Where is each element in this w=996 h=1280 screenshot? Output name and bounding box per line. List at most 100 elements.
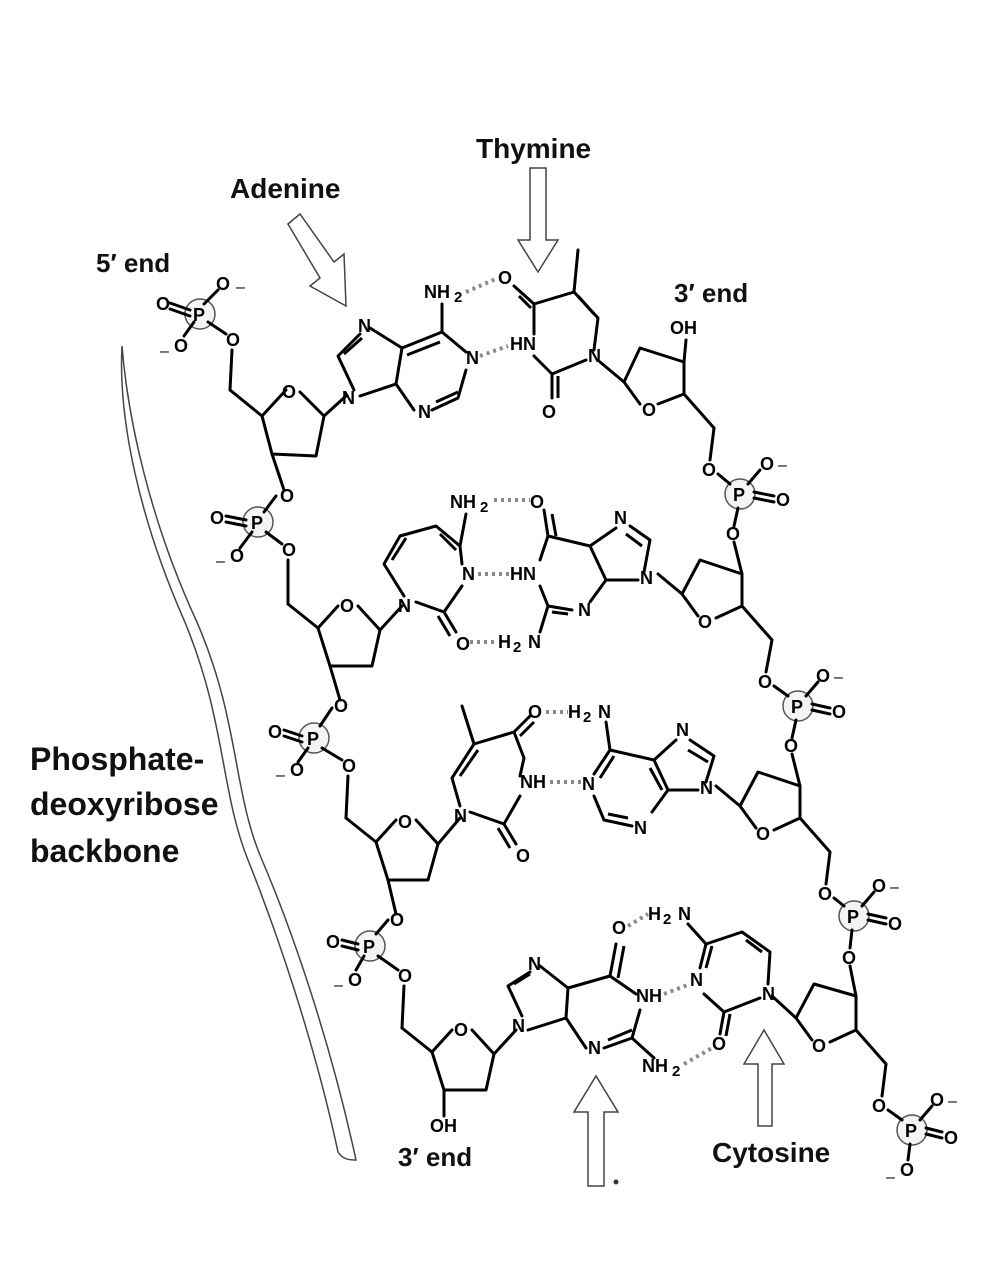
svg-text:O: O	[530, 492, 544, 512]
svg-text:–: –	[236, 279, 245, 296]
hydrogen-bond	[683, 1046, 713, 1066]
svg-text:O: O	[812, 1036, 826, 1056]
svg-text:O: O	[516, 846, 530, 866]
svg-text:O: O	[268, 722, 282, 742]
phosphate-group-r1: O P O – O O	[702, 454, 790, 576]
svg-text:O: O	[226, 330, 240, 350]
svg-text:O: O	[712, 1034, 726, 1054]
svg-text:O: O	[872, 1096, 886, 1116]
svg-text:O: O	[776, 490, 790, 510]
thymine-label: Thymine	[476, 133, 591, 164]
thymine-base-1: O HN N O	[498, 248, 601, 422]
svg-text:O: O	[280, 486, 294, 506]
svg-text:O: O	[726, 524, 740, 544]
phosphate-group-r2: O P O – O O	[758, 666, 846, 788]
backbone-label-line1: Phosphate-	[30, 741, 204, 777]
deoxyribose-sugar-r4: O	[770, 982, 888, 1098]
deoxyribose-sugar-r3: O	[714, 770, 832, 886]
svg-text:HN: HN	[510, 564, 536, 584]
svg-text:N: N	[614, 508, 627, 528]
svg-text:O: O	[174, 336, 188, 356]
svg-text:O: O	[842, 948, 856, 968]
svg-text:O: O	[872, 876, 886, 896]
svg-text:O: O	[390, 910, 404, 930]
phosphate-group-3: O P O – O O	[268, 696, 356, 820]
svg-text:O: O	[642, 400, 656, 420]
svg-text:O: O	[542, 402, 556, 422]
guanine-arrow	[572, 1074, 620, 1187]
artifact-dot	[613, 1179, 619, 1185]
hydrogen-bond	[626, 912, 650, 928]
svg-text:O: O	[900, 1160, 914, 1180]
svg-text:P: P	[251, 513, 263, 533]
svg-text:N: N	[466, 348, 479, 368]
svg-text:OH: OH	[670, 318, 697, 338]
svg-text:N: N	[588, 346, 601, 366]
svg-text:O: O	[334, 696, 348, 716]
svg-text:O: O	[290, 760, 304, 780]
svg-text:H: H	[648, 904, 661, 924]
svg-text:H: H	[568, 702, 581, 722]
svg-text:–: –	[886, 1169, 895, 1186]
svg-text:N: N	[418, 402, 431, 422]
adenine-label: Adenine	[230, 173, 340, 204]
svg-text:P: P	[307, 729, 319, 749]
svg-text:O: O	[454, 1020, 468, 1040]
svg-text:P: P	[193, 305, 205, 325]
svg-text:O: O	[832, 702, 846, 722]
svg-text:N: N	[398, 596, 411, 616]
svg-text:HN: HN	[510, 334, 536, 354]
svg-text:O: O	[758, 672, 772, 692]
deoxyribose-sugar-3: O	[344, 812, 462, 916]
svg-text:O: O	[210, 508, 224, 528]
svg-text:N: N	[588, 1038, 601, 1058]
svg-text:2: 2	[583, 709, 591, 726]
svg-text:–: –	[334, 977, 343, 994]
cytosine-base-4: H 2 N N N O	[648, 904, 775, 1054]
svg-text:P: P	[905, 1121, 917, 1141]
svg-text:O: O	[282, 382, 296, 402]
svg-text:H: H	[498, 632, 511, 652]
svg-text:O: O	[612, 918, 626, 938]
svg-text:N: N	[700, 778, 713, 798]
svg-text:N: N	[358, 316, 371, 336]
svg-text:O: O	[398, 812, 412, 832]
svg-text:P: P	[363, 937, 375, 957]
svg-text:N: N	[462, 564, 475, 584]
guanine-base-4: N N N NH O NH 2	[506, 918, 680, 1080]
svg-text:O: O	[326, 932, 340, 952]
cytosine-base-2: N N O NH 2	[382, 492, 488, 654]
phosphate-group-2: O P O – O O	[210, 486, 296, 606]
svg-text:O: O	[702, 460, 716, 480]
svg-text:N: N	[342, 388, 355, 408]
svg-text:NH: NH	[642, 1056, 668, 1076]
svg-text:N: N	[582, 774, 595, 794]
svg-text:O: O	[944, 1128, 958, 1148]
svg-text:O: O	[816, 666, 830, 686]
svg-text:O: O	[756, 824, 770, 844]
svg-text:OH: OH	[430, 1116, 457, 1136]
three-prime-end-top-label: 3′ end	[674, 278, 748, 308]
svg-text:P: P	[733, 485, 745, 505]
svg-text:O: O	[348, 970, 362, 990]
deoxyribose-sugar-r1: OH O	[598, 318, 716, 462]
svg-text:–: –	[160, 343, 169, 360]
svg-text:NH: NH	[450, 492, 476, 512]
svg-text:N: N	[690, 970, 703, 990]
svg-text:P: P	[847, 907, 859, 927]
svg-text:–: –	[276, 767, 285, 784]
phosphate-group-r4: O P O – O – O	[872, 1090, 958, 1186]
cytosine-label: Cytosine	[712, 1137, 830, 1168]
svg-text:N: N	[528, 954, 541, 974]
svg-text:2: 2	[663, 911, 671, 928]
deoxyribose-sugar-r2: O	[656, 558, 774, 674]
svg-text:O: O	[156, 294, 170, 314]
deoxyribose-sugar-2: O	[286, 596, 404, 702]
svg-text:O: O	[342, 756, 356, 776]
svg-text:O: O	[818, 884, 832, 904]
svg-text:2: 2	[672, 1063, 680, 1080]
deoxyribose-sugar-4: O OH	[400, 1020, 518, 1136]
phosphate-group-r3: O P O – O O	[818, 876, 902, 998]
five-prime-end-label: 5′ end	[96, 248, 170, 278]
thymine-arrow	[516, 167, 560, 274]
